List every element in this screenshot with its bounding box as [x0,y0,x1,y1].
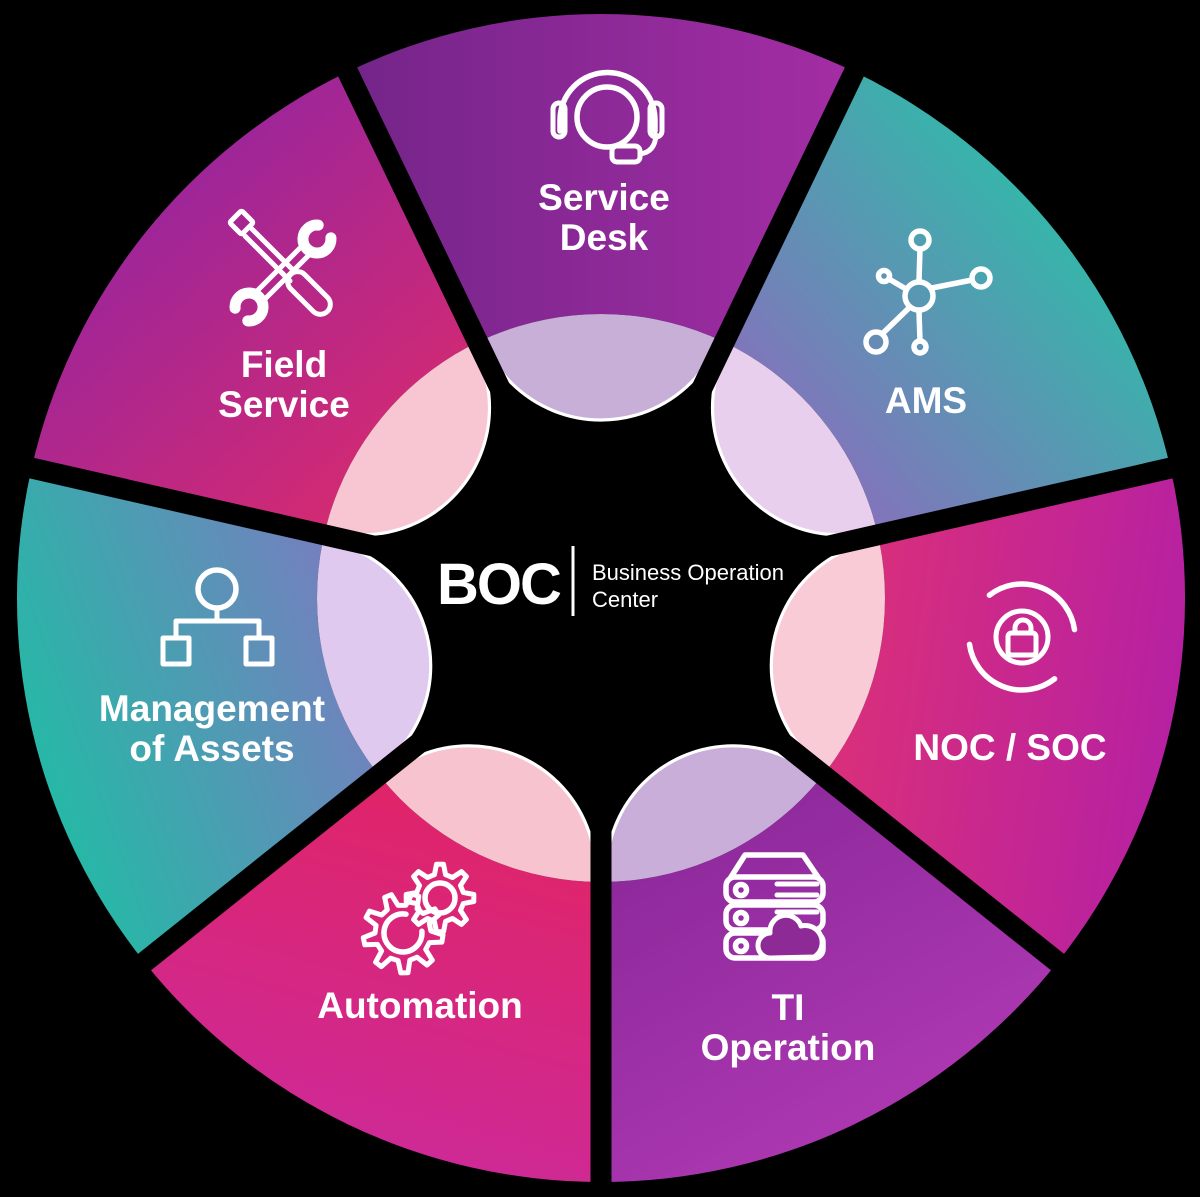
segment-label-automation: Automation [317,985,523,1026]
segment-gap-divider [591,7,893,603]
org-tree-icon [160,567,275,667]
headset-icon [550,69,665,165]
segment-label-line: Service [538,177,670,218]
network-hub-icon [863,228,993,356]
logo-divider [571,546,575,616]
segment-label-line: Desk [560,217,649,258]
org-name-line1: Business Operation [592,560,784,585]
segment-label-line: of Assets [129,728,294,769]
segment-gap-divider [598,450,1200,609]
segment-gap-divider [309,7,611,603]
server-stack-icon [723,852,826,961]
segment-inner-lens-noc-soc [769,537,885,795]
segment-label-line: Operation [701,1027,876,1068]
tools-icon [227,208,337,327]
segment-label-line: NOC / SOC [913,727,1106,768]
segment-inner-lens-management-of-assets [317,537,433,795]
gears-icon [360,861,477,976]
segment-label-ams: AMS [885,380,967,421]
org-name-line2: Center [592,587,658,612]
segment-label-line: Automation [317,985,523,1026]
segment-gap-divider [594,589,1116,1012]
segment-inner-lens-service-desk [472,314,730,422]
segment-label-line: Service [218,384,350,425]
segment-gap-divider [0,450,604,609]
cloud-shape [755,912,825,961]
segment-wedge-service-desk [347,13,855,598]
segment-label-line: TI [772,987,805,1028]
segment-label-line: Field [241,344,327,385]
segment-label-line: Management [99,688,325,729]
segment-gap-divider [86,589,608,1012]
segment-label-noc-soc: NOC / SOC [913,727,1106,768]
security-lock-icon [966,581,1078,693]
segment-label-line: AMS [885,380,967,421]
boc-abbreviation: BOC [437,552,561,617]
